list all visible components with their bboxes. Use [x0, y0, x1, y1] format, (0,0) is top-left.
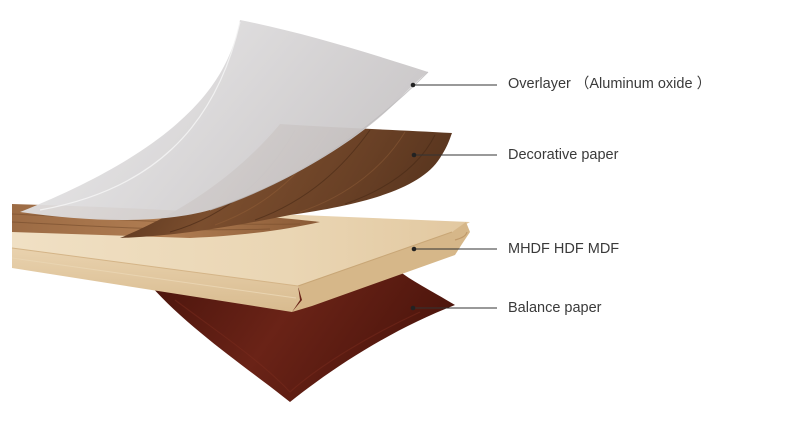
leader-overlayer [410, 82, 497, 88]
overlayer-label: Overlayer （Aluminum oxide ） [508, 76, 712, 92]
overlayer-sheet [20, 20, 428, 220]
core-board-front-edge [12, 248, 300, 312]
core-board-label: MHDF HDF MDF [508, 241, 620, 257]
core-board-tongue [292, 222, 470, 312]
leader-decorative [411, 152, 497, 158]
leader-balance [410, 305, 497, 311]
decorative-paper-label: Decorative paper [508, 147, 619, 163]
balance-paper-layer [150, 270, 455, 402]
balance-paper-label: Balance paper [508, 300, 602, 316]
leader-core [411, 246, 497, 252]
